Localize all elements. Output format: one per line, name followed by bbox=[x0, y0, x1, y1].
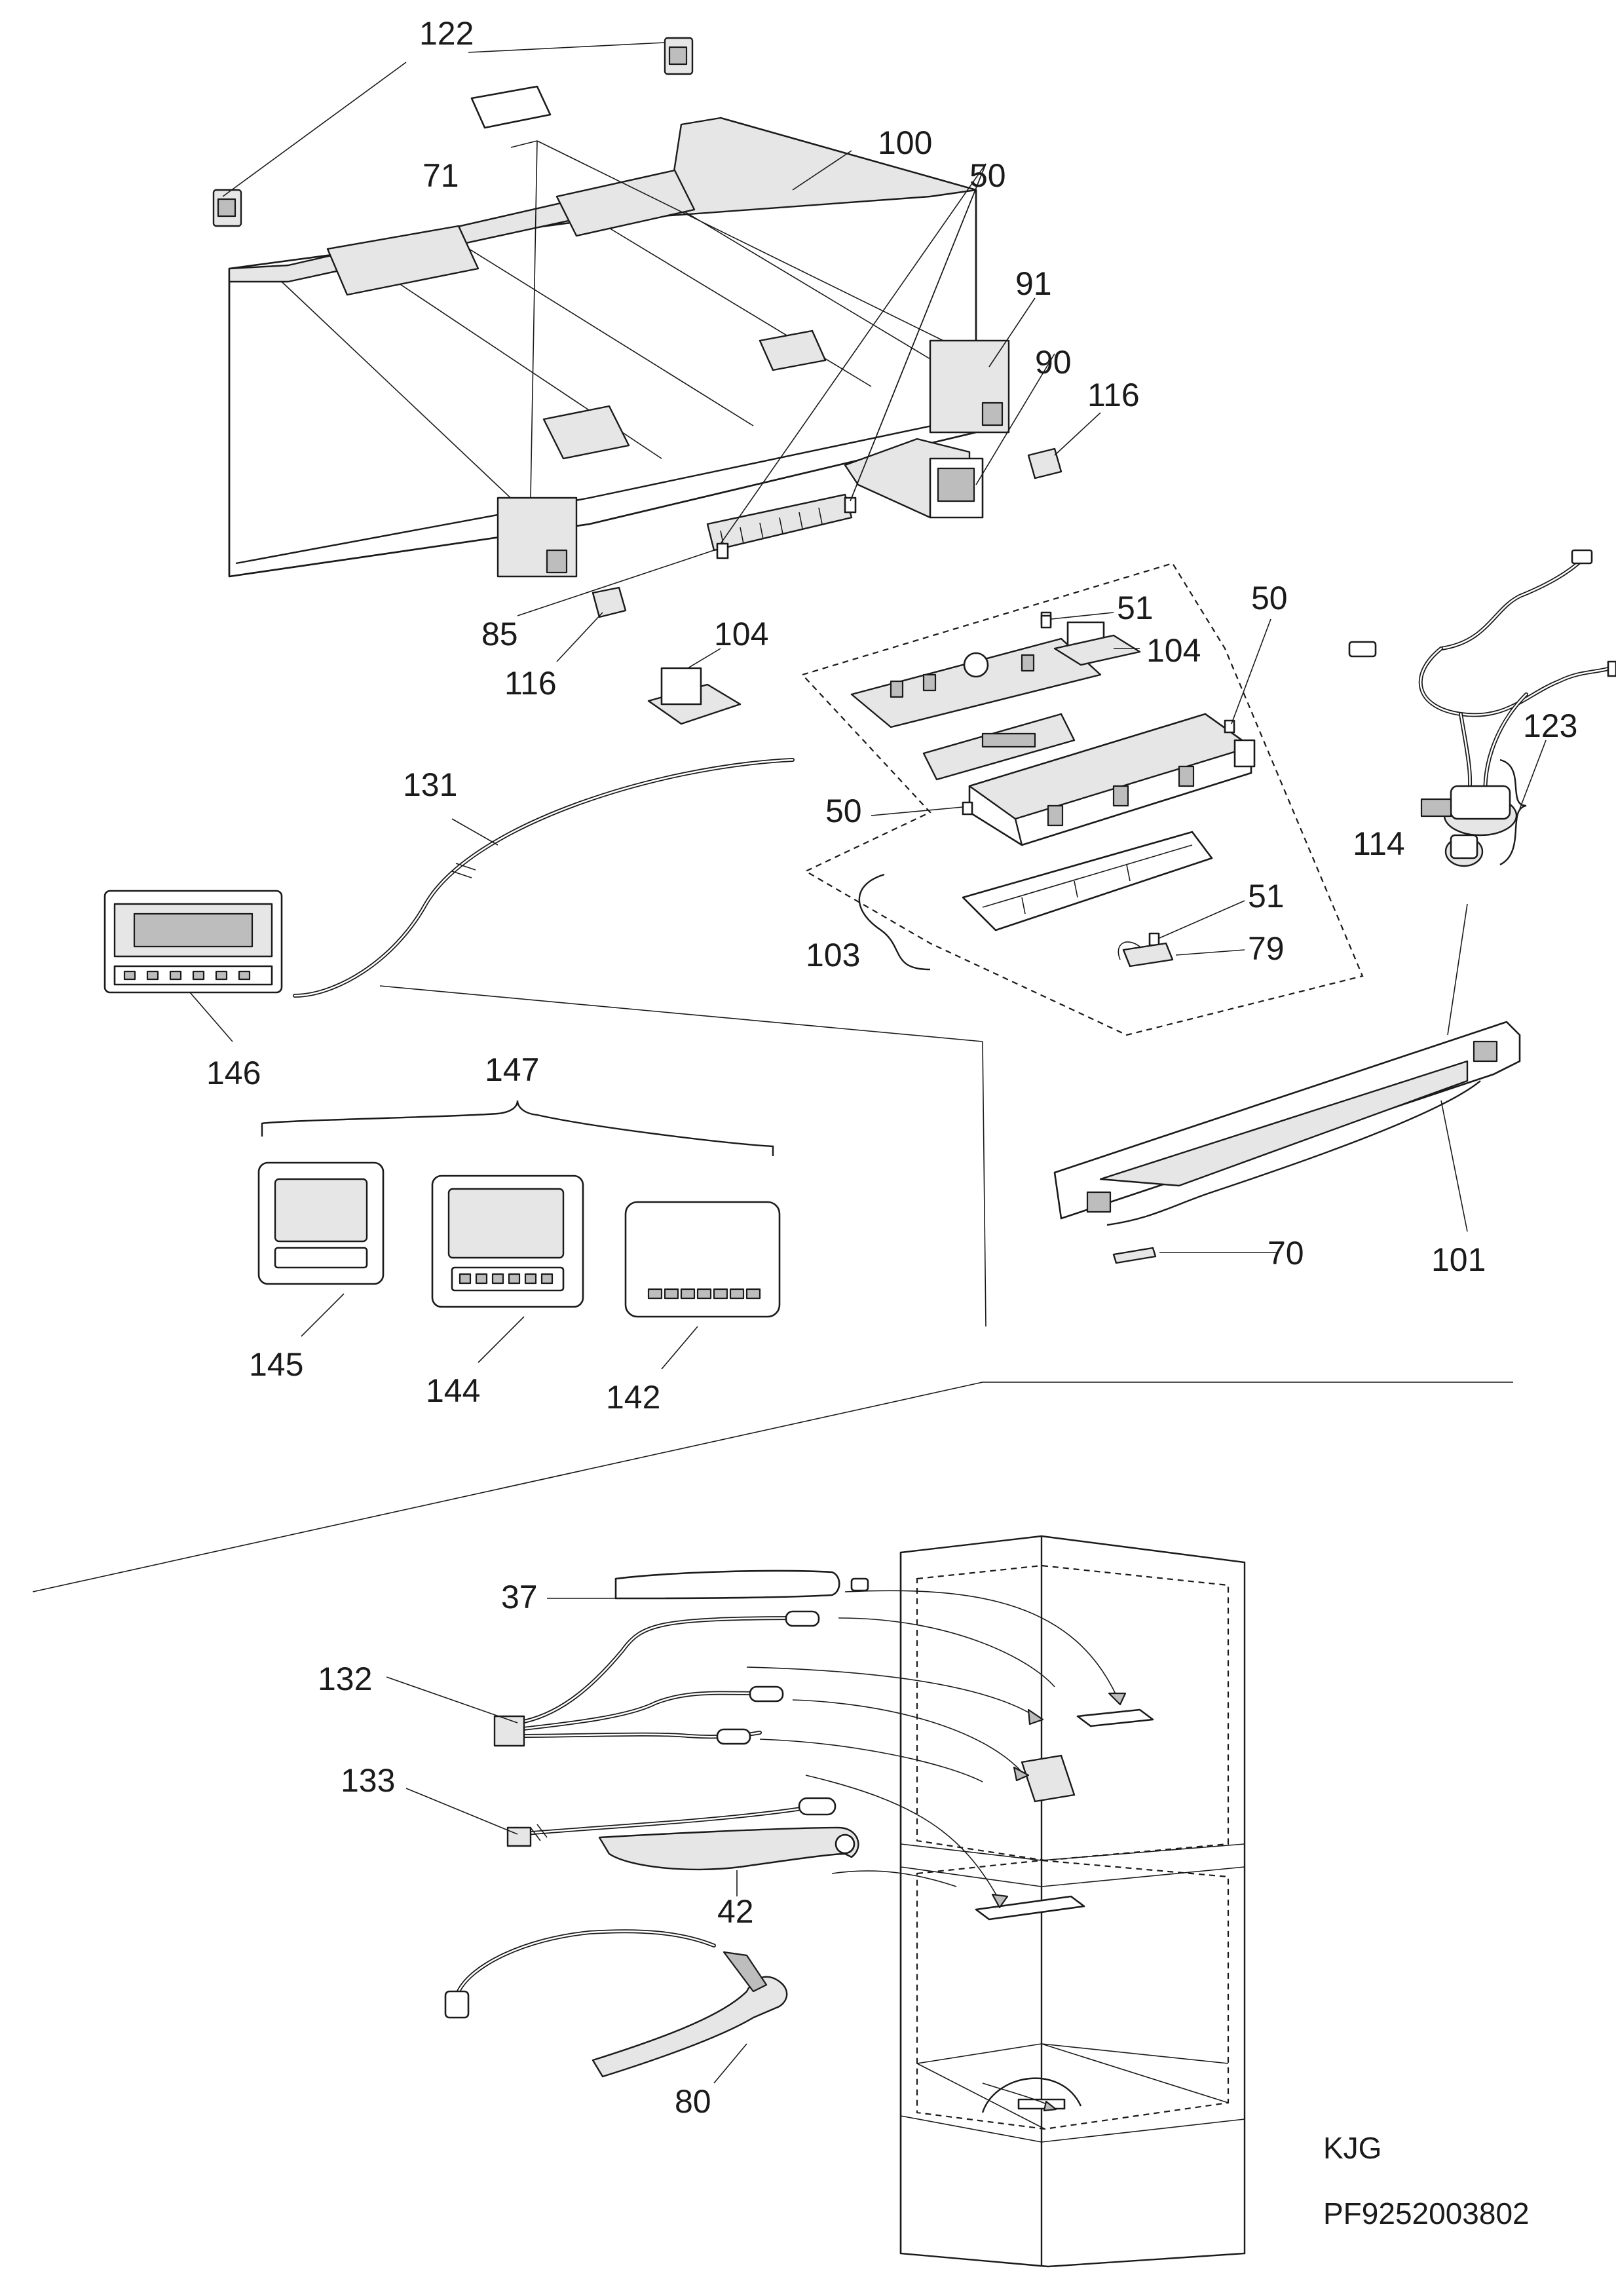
label-79: 79 bbox=[1248, 930, 1285, 967]
cable-131-and-board-146 bbox=[103, 758, 795, 1042]
label-116-b: 116 bbox=[504, 665, 557, 702]
label-147: 147 bbox=[485, 1051, 539, 1088]
cabinet-outline bbox=[899, 1535, 1246, 2268]
label-90: 90 bbox=[1035, 344, 1072, 381]
diagram-code: KJG bbox=[1323, 2131, 1381, 2165]
label-80: 80 bbox=[675, 2083, 711, 2120]
label-123: 123 bbox=[1523, 707, 1577, 744]
label-51-b: 51 bbox=[1248, 878, 1285, 914]
label-145: 145 bbox=[249, 1346, 303, 1383]
label-91: 91 bbox=[1015, 265, 1052, 302]
label-85: 85 bbox=[481, 616, 518, 652]
label-50-b: 50 bbox=[1251, 580, 1288, 616]
section-divider-lines bbox=[32, 985, 1513, 1592]
label-116: 116 bbox=[1087, 377, 1140, 413]
label-122: 122 bbox=[419, 15, 474, 52]
label-114: 114 bbox=[1353, 825, 1405, 862]
label-100: 100 bbox=[878, 124, 932, 161]
label-104-b: 104 bbox=[1146, 632, 1201, 669]
leader-lines-top bbox=[222, 42, 1101, 662]
label-50-c: 50 bbox=[825, 793, 862, 829]
label-101: 101 bbox=[1431, 1241, 1486, 1278]
cover-plate-assembly bbox=[228, 117, 1010, 578]
label-42: 42 bbox=[717, 1893, 754, 1930]
loose-small-parts bbox=[212, 37, 1062, 618]
lamp-assembly-123 bbox=[1348, 549, 1616, 1036]
sensors-and-arrows bbox=[386, 1570, 1127, 2112]
drawing-number: PF9252003802 bbox=[1323, 2196, 1530, 2230]
electronics-assembly-103 bbox=[800, 562, 1364, 1036]
display-kit-147 bbox=[257, 1100, 781, 1370]
label-133: 133 bbox=[341, 1762, 395, 1799]
label-142: 142 bbox=[606, 1379, 660, 1416]
label-104: 104 bbox=[714, 616, 768, 652]
label-146: 146 bbox=[206, 1055, 261, 1091]
drawing-footer: KJG PF9252003802 bbox=[1323, 2131, 1530, 2230]
relay-104-standalone bbox=[647, 648, 742, 725]
label-132: 132 bbox=[318, 1661, 372, 1697]
label-131: 131 bbox=[403, 766, 457, 803]
label-70: 70 bbox=[1268, 1235, 1304, 1271]
label-144: 144 bbox=[426, 1372, 480, 1409]
label-51: 51 bbox=[1117, 590, 1154, 626]
label-37: 37 bbox=[501, 1579, 538, 1615]
label-71: 71 bbox=[423, 157, 459, 194]
label-103: 103 bbox=[806, 937, 860, 973]
callout-labels: 122 71 100 50 91 90 116 85 116 104 51 10… bbox=[206, 15, 1577, 2120]
label-50: 50 bbox=[969, 157, 1006, 194]
handle-101 bbox=[1053, 1021, 1521, 1264]
